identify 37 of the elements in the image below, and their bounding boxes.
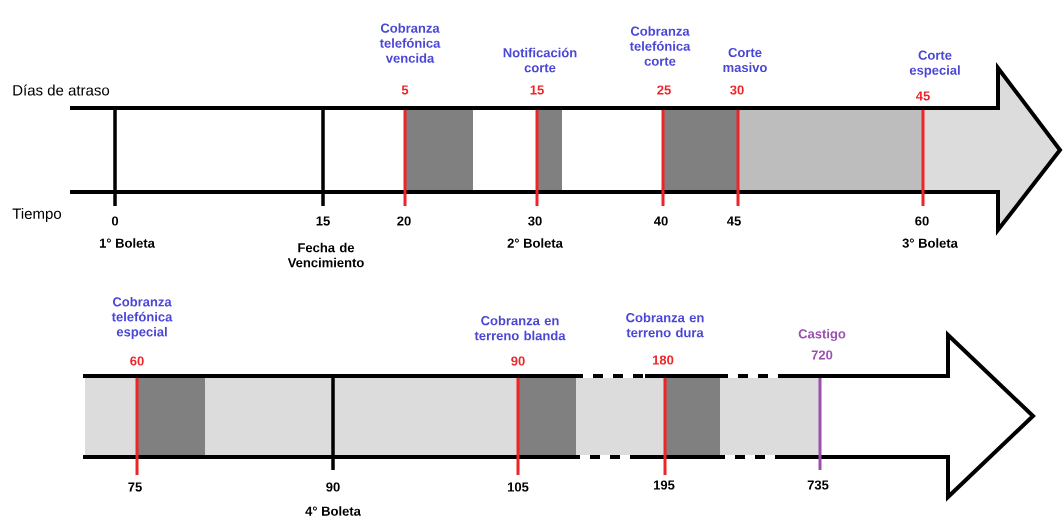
event-label: Notificación corte (503, 47, 577, 73)
day-number: 5 (401, 85, 409, 95)
time-label: 40 (654, 216, 668, 226)
day-number: 60 (130, 356, 144, 366)
time-label: 2° Boleta (507, 238, 563, 248)
time-label: 3° Boleta (902, 238, 958, 248)
day-number: 15 (530, 85, 544, 95)
event-label: Cobranza telefónica corte (629, 26, 691, 66)
axis-title: Tiempo (12, 208, 62, 222)
time-label: 20 (397, 216, 411, 226)
day-number: 45 (915, 91, 930, 101)
time-label: 75 (128, 482, 142, 492)
day-number: 25 (657, 85, 671, 95)
axis-title: Días de atraso (13, 84, 110, 96)
day-number: 30 (730, 85, 744, 95)
time-label: 4° Boleta (305, 506, 361, 516)
event-label: Cobranza telefónica vencida (379, 23, 441, 63)
time-label: 15 (316, 216, 330, 226)
event-label: Cobranza en terreno dura (626, 312, 704, 338)
event-label: Cobranza telefónica especial (111, 296, 173, 340)
event-label: Castigo (798, 328, 846, 342)
time-label: 105 (508, 482, 529, 492)
time-label: 90 (326, 482, 340, 492)
day-number: 90 (511, 356, 525, 366)
time-label: 195 (653, 480, 675, 490)
time-label: 735 (807, 480, 829, 490)
day-number: 180 (652, 355, 674, 365)
time-label: Fecha de Vencimiento (287, 242, 364, 268)
event-label: Corte masivo (723, 47, 767, 73)
time-label: 1° Boleta (99, 238, 155, 248)
event-label: 720 (811, 350, 833, 360)
event-label: Corte especial (909, 50, 960, 78)
time-label: 0 (111, 216, 119, 226)
time-label: 30 (528, 216, 542, 226)
event-label: Cobranza en terreno blanda (474, 315, 566, 341)
time-label: 45 (727, 216, 741, 226)
time-label: 60 (915, 216, 929, 226)
